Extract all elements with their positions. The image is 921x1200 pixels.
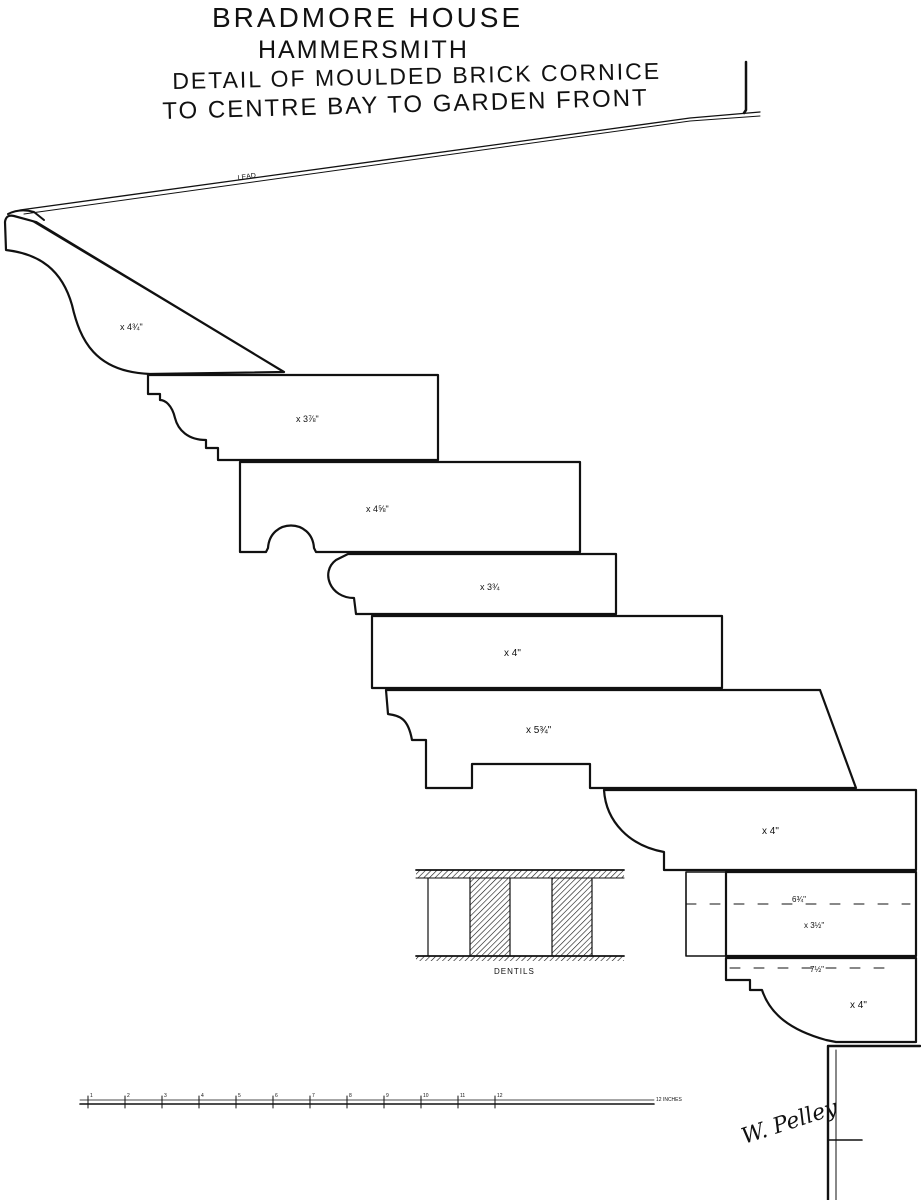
label-course-3: x 4⅝" bbox=[366, 504, 389, 514]
label-course-8-width: 6¾" bbox=[792, 895, 806, 904]
scale-tick-label: 7 bbox=[312, 1093, 315, 1099]
label-lead: LEAD bbox=[237, 173, 256, 182]
scale-tick-label: 11 bbox=[460, 1093, 465, 1099]
label-dentils: DENTILS bbox=[494, 967, 535, 976]
course-4-bullnose-brick bbox=[327, 552, 618, 616]
course-7-cove-brick bbox=[602, 788, 918, 872]
scale-bar bbox=[79, 1095, 655, 1109]
scale-tick-label: 8 bbox=[349, 1093, 352, 1099]
scale-tick-label: 3 bbox=[164, 1093, 167, 1099]
label-course-1: x 4¾" bbox=[120, 322, 143, 332]
label-course-8: x 3½" bbox=[804, 921, 824, 930]
course-6-brick bbox=[384, 688, 858, 790]
course-1-cove-brick bbox=[3, 214, 286, 376]
course-2-brick bbox=[146, 373, 440, 462]
scale-tick-label: 5 bbox=[238, 1093, 241, 1099]
label-course-9-width: 7½" bbox=[810, 965, 824, 974]
wall-face bbox=[826, 1044, 921, 1200]
label-scale-unit: 12 INCHES bbox=[656, 1097, 683, 1103]
scale-tick-label: 1 bbox=[90, 1093, 93, 1099]
course-3-brick bbox=[238, 460, 582, 554]
label-course-2: x 3⅞" bbox=[296, 414, 319, 424]
label-course-6: x 5¾" bbox=[526, 725, 552, 736]
title-line-1: BRADMORE HOUSE bbox=[212, 2, 524, 33]
label-course-4: x 3¾ bbox=[480, 582, 500, 592]
lead-flashing bbox=[7, 60, 761, 221]
course-9-cove-brick bbox=[724, 956, 918, 1044]
label-course-7: x 4" bbox=[762, 826, 779, 837]
label-course-9: x 4" bbox=[850, 1000, 867, 1011]
scale-tick-label: 6 bbox=[275, 1093, 278, 1099]
scale-tick-label: 9 bbox=[386, 1093, 389, 1099]
course-8-dentil-course bbox=[685, 870, 918, 958]
course-5-brick bbox=[370, 614, 724, 690]
label-course-5: x 4" bbox=[504, 648, 521, 659]
scale-tick-label: 4 bbox=[201, 1093, 204, 1099]
scale-tick-label: 2 bbox=[127, 1093, 130, 1099]
dentils-elevation bbox=[415, 869, 625, 961]
title-line-2: HAMMERSMITH bbox=[258, 36, 469, 64]
scale-tick-label: 12 bbox=[497, 1093, 503, 1099]
scale-tick-label: 10 bbox=[423, 1093, 429, 1099]
